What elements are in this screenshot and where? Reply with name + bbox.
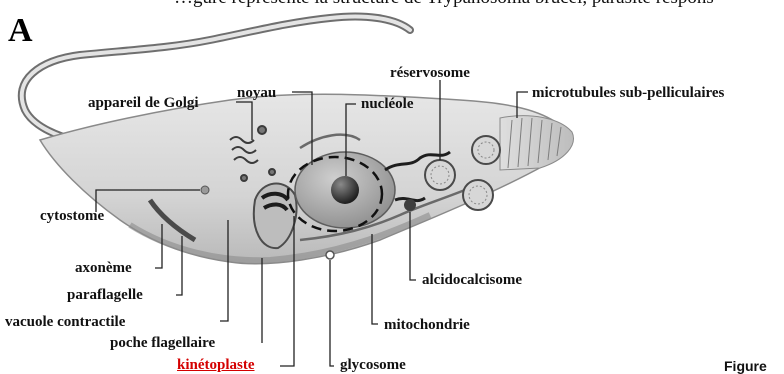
label-microtubules: microtubules sub-pelliculaires [532,84,724,102]
label-noyau: noyau [237,84,276,102]
label-nucleole: nucléole [361,95,414,113]
label-reservosome: réservosome [390,64,470,82]
glycosome-mark [326,251,334,259]
figure-caption: Figure [724,358,767,374]
label-poche: poche flagellaire [110,334,215,352]
label-appareil-golgi: appareil de Golgi [88,94,199,112]
label-vacuole: vacuole contractile [5,313,125,331]
label-kinetoplaste: kinétoplaste [177,356,255,374]
nucleolus [331,176,359,204]
label-axoneme: axonème [75,259,132,277]
acidocalcisome-mark [404,199,416,211]
label-cytostome: cytostome [40,207,104,225]
cytostome-mark [201,186,209,194]
label-glycosome: glycosome [340,356,406,374]
label-alcidocalcisome: alcidocalcisome [422,271,522,289]
label-paraflagelle: paraflagelle [67,286,143,304]
label-mitochondrie: mitochondrie [384,316,470,334]
